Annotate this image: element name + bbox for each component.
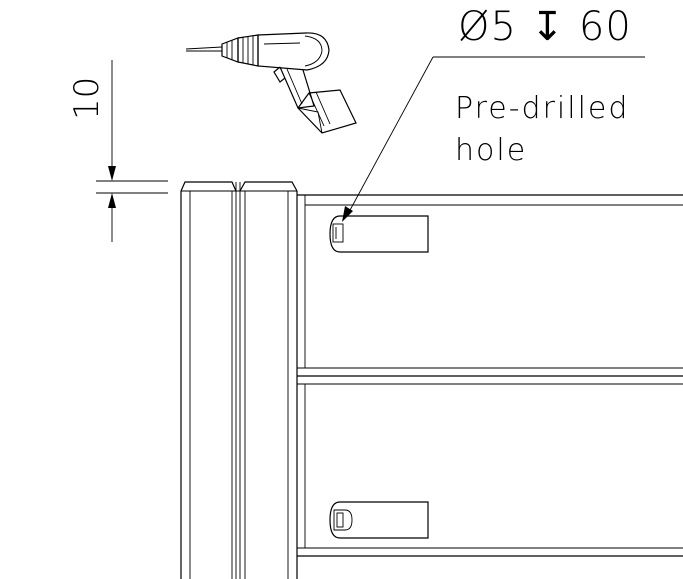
middle-rail [297, 367, 683, 548]
dimension-10: 10 [67, 60, 168, 242]
power-drill-icon [185, 32, 357, 134]
note-pre-drilled: Pre-drilled [455, 91, 629, 126]
lower-hole-slot [329, 501, 429, 539]
lower-rail [297, 547, 683, 557]
note-hole: hole [455, 133, 527, 168]
upper-rail [297, 194, 683, 368]
vertical-post [180, 181, 298, 579]
dimension-label: 10 [67, 77, 107, 120]
hole-leader [342, 56, 645, 222]
hole-spec-label: Ø5 ↧ 60 [458, 4, 632, 50]
upper-hole-slot [329, 215, 429, 253]
